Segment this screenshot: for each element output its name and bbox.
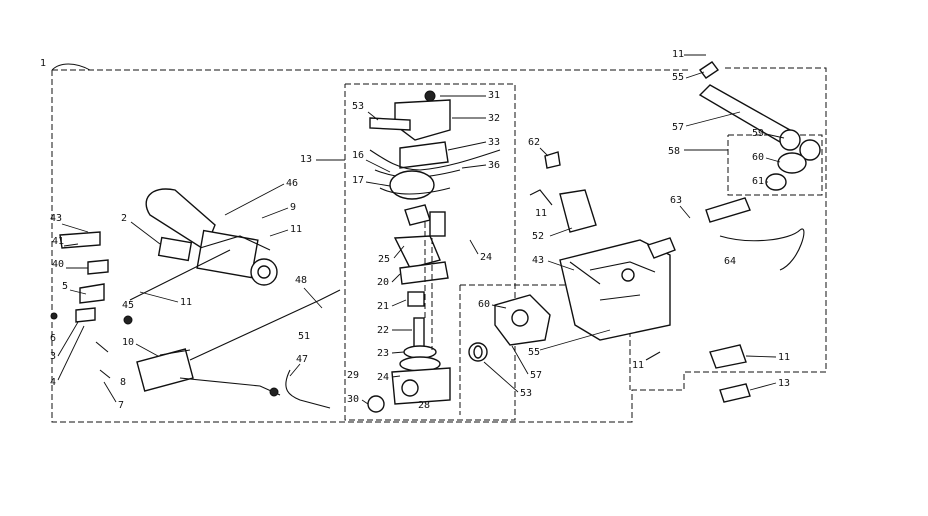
callout-58: 58 xyxy=(668,146,680,157)
callout-37: 41 xyxy=(52,236,64,247)
callout-31: 32 xyxy=(488,113,500,124)
callout-32: 33 xyxy=(488,137,500,148)
callouts: 1 43 41 40 5 6 3 4 8 7 2 45 11 10 46 9 1… xyxy=(40,49,790,411)
callout-9: 9 xyxy=(290,202,296,213)
callout-3: 3 xyxy=(50,351,56,362)
callout-33: 36 xyxy=(488,160,500,171)
callout-4: 4 xyxy=(50,377,56,388)
callout-52: 60 xyxy=(478,299,490,310)
callout-60: 60 xyxy=(752,152,764,163)
callout-8: 8 xyxy=(120,377,126,388)
callout-6: 6 xyxy=(50,333,56,344)
callout-51: 57 xyxy=(530,370,542,381)
valve-stack xyxy=(367,90,501,413)
callout-45: 48 xyxy=(295,275,307,286)
callout-24: 24 xyxy=(377,372,389,383)
callout-12-b: 11 xyxy=(290,224,302,235)
callout-57: 57 xyxy=(672,122,684,133)
callout-38: 43 xyxy=(50,213,62,224)
callout-29: 30 xyxy=(347,394,359,405)
callout-12-a: 11 xyxy=(180,297,192,308)
callout-12-c: 11 xyxy=(535,208,547,219)
callout-12-d: 11 xyxy=(672,49,684,60)
callout-5: 5 xyxy=(62,281,68,292)
assembly-outline xyxy=(51,63,827,423)
callout-59: 59 xyxy=(752,128,764,139)
callout-23: 23 xyxy=(377,348,389,359)
callout-18: 17 xyxy=(352,175,364,186)
callout-61: 61 xyxy=(752,176,764,187)
callout-22: 22 xyxy=(377,325,389,336)
callout-41: 46 xyxy=(286,178,298,189)
callout-20: 20 xyxy=(377,277,389,288)
callout-48: 53 xyxy=(352,101,364,112)
callout-26: 25 xyxy=(378,254,390,265)
callout-40: 47 xyxy=(296,354,308,365)
callout-43: 43 xyxy=(532,255,544,266)
callout-64: 64 xyxy=(724,256,736,267)
callout-11: 11 xyxy=(778,352,790,363)
callout-47: 52 xyxy=(532,231,544,242)
callout-53: 53 xyxy=(520,388,532,399)
callout-36: 40 xyxy=(52,259,64,270)
callout-17: 16 xyxy=(352,150,364,161)
callout-39: 45 xyxy=(122,300,134,311)
electrode-clip xyxy=(529,151,597,233)
callout-62: 62 xyxy=(528,137,540,148)
burner-assembly xyxy=(129,188,278,301)
callout-21: 21 xyxy=(377,301,389,312)
callout-2: 2 xyxy=(121,213,127,224)
ignitor-module xyxy=(136,289,341,396)
callout-16: 13 xyxy=(300,154,312,165)
callout-10: 10 xyxy=(122,337,134,348)
callout-12-e: 11 xyxy=(632,360,644,371)
callout-13: 13 xyxy=(778,378,790,389)
callout-63: 63 xyxy=(670,195,682,206)
callout-46: 51 xyxy=(298,331,310,342)
thermocouple-lead xyxy=(269,369,331,409)
callout-50: 55 xyxy=(528,347,540,358)
callout-28: 29 xyxy=(347,370,359,381)
callout-27: 28 xyxy=(418,400,430,411)
thermocouple-bracket xyxy=(50,231,133,379)
manifold-tube xyxy=(645,61,821,403)
callout-30: 31 xyxy=(488,90,500,101)
callout-7: 7 xyxy=(118,400,124,411)
callout-25: 24 xyxy=(480,252,492,263)
callout-55: 55 xyxy=(672,72,684,83)
mounting-frame xyxy=(559,239,671,341)
callout-1: 1 xyxy=(40,58,46,69)
regulator-housing xyxy=(468,294,551,362)
